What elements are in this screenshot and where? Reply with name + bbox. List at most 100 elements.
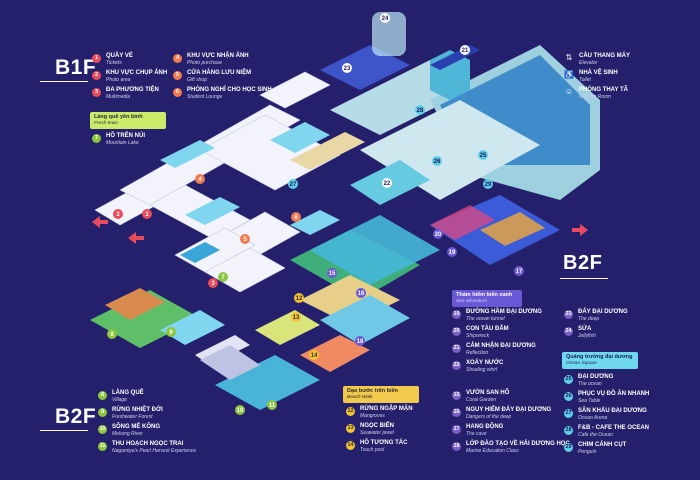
floor-label-b1: B1F bbox=[55, 56, 97, 79]
svg-text:23: 23 bbox=[344, 66, 351, 72]
svg-text:27: 27 bbox=[290, 182, 297, 188]
map-marker-15: 15 bbox=[327, 268, 337, 278]
village-area bbox=[90, 288, 320, 410]
floor-label-b2-left: B2F bbox=[55, 405, 97, 428]
map-marker-7: 7 bbox=[218, 272, 228, 282]
map-marker-5: 5 bbox=[240, 234, 250, 244]
map-marker-2: 2 bbox=[113, 209, 123, 219]
exit-arrows bbox=[92, 216, 588, 244]
svg-text:1: 1 bbox=[145, 212, 149, 218]
svg-text:12: 12 bbox=[296, 296, 303, 302]
svg-text:10: 10 bbox=[237, 408, 244, 414]
coral-area bbox=[290, 195, 560, 300]
svg-text:2: 2 bbox=[116, 212, 120, 218]
svg-text:20: 20 bbox=[435, 232, 442, 238]
beach-area bbox=[255, 275, 410, 372]
svg-text:4: 4 bbox=[198, 177, 202, 183]
ocean-square-area bbox=[330, 45, 600, 205]
svg-text:8: 8 bbox=[110, 332, 114, 338]
b1-rooms bbox=[160, 122, 365, 263]
svg-text:7: 7 bbox=[221, 275, 225, 281]
map-marker-23: 23 bbox=[342, 63, 352, 73]
elevator-icon: ⇅ bbox=[565, 53, 573, 62]
svg-text:17: 17 bbox=[516, 269, 523, 275]
svg-text:26: 26 bbox=[434, 159, 441, 165]
svg-text:14: 14 bbox=[311, 353, 318, 359]
map-marker-19: 19 bbox=[447, 247, 457, 257]
map-marker-27: 27 bbox=[288, 179, 298, 189]
svg-text:19: 19 bbox=[449, 250, 456, 256]
map-marker-26: 26 bbox=[432, 156, 442, 166]
map-marker-6: 6 bbox=[291, 212, 301, 222]
map-marker-22: 22 bbox=[382, 178, 392, 188]
svg-text:3: 3 bbox=[211, 281, 215, 287]
map-marker-28: 28 bbox=[415, 105, 425, 115]
svg-text:15: 15 bbox=[329, 271, 336, 277]
map-marker-10: 10 bbox=[235, 405, 245, 415]
nursing-room-icon: ☺ bbox=[564, 87, 574, 96]
svg-text:13: 13 bbox=[293, 315, 300, 321]
map-marker-11: 11 bbox=[267, 400, 277, 410]
map-marker-18: 18 bbox=[355, 336, 365, 346]
map-marker-13: 13 bbox=[291, 312, 301, 322]
floor-label-b2-right: B2F bbox=[563, 252, 603, 274]
map-markers: 1 2 3 4 5 6 7 8 9 10 11 12 13 14 15 16 1… bbox=[107, 13, 524, 415]
svg-text:22: 22 bbox=[384, 181, 391, 187]
map-marker-1: 1 bbox=[142, 209, 152, 219]
svg-text:5: 5 bbox=[243, 237, 247, 243]
map-marker-29: 29 bbox=[483, 179, 493, 189]
map-marker-9: 9 bbox=[166, 327, 176, 337]
map-marker-4: 4 bbox=[195, 174, 205, 184]
svg-text:16: 16 bbox=[358, 291, 365, 297]
toilet-icon: ♿ bbox=[564, 70, 574, 79]
svg-text:21: 21 bbox=[462, 48, 469, 54]
map-marker-14: 14 bbox=[309, 350, 319, 360]
map-marker-16: 16 bbox=[356, 288, 366, 298]
map-marker-8: 8 bbox=[107, 329, 117, 339]
map-marker-25: 25 bbox=[478, 150, 488, 160]
floor-underline-b2-right bbox=[560, 278, 608, 279]
map-marker-17: 17 bbox=[514, 266, 524, 276]
svg-text:9: 9 bbox=[169, 330, 173, 336]
svg-text:11: 11 bbox=[269, 403, 276, 409]
svg-text:28: 28 bbox=[417, 108, 424, 114]
svg-text:18: 18 bbox=[357, 339, 364, 345]
